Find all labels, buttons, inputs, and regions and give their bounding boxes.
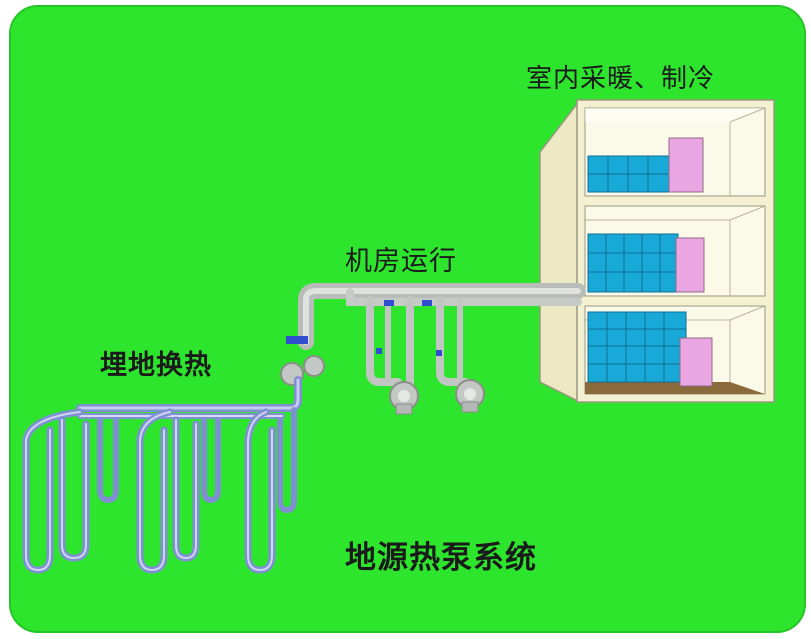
building [539, 97, 775, 404]
secondary-pipe [346, 288, 582, 306]
label-indoor-heating-cooling: 室内采暖、制冷 [526, 64, 716, 94]
drop-pipe-4 [436, 296, 470, 386]
label-machine-room: 机房运行 [345, 246, 457, 277]
pump-2 [455, 379, 485, 413]
floor-bottom-ground [585, 382, 765, 394]
floor-top [584, 107, 766, 197]
cabinet-top [668, 137, 704, 193]
machine-room-piping [280, 283, 586, 415]
floor-middle [584, 205, 766, 297]
cabinet-bottom [679, 337, 713, 387]
building-side [539, 97, 581, 404]
pump-1 [389, 381, 419, 415]
u-loop-group-1 [22, 408, 119, 574]
drop-pipe-1 [366, 296, 402, 386]
label-system-title: 地源热泵系统 [345, 540, 537, 576]
water-tank-middle [587, 233, 679, 293]
valves [286, 300, 442, 356]
water-tank-top [587, 155, 671, 193]
u-loop-group-3 [244, 407, 297, 574]
floor-bottom [584, 305, 766, 395]
water-tank-bottom [587, 311, 687, 383]
u-loop-group-2 [136, 408, 221, 574]
cabinet-middle [675, 237, 705, 293]
ground-loop [22, 376, 302, 574]
label-ground-heat-exchange: 埋地换热 [100, 350, 212, 381]
